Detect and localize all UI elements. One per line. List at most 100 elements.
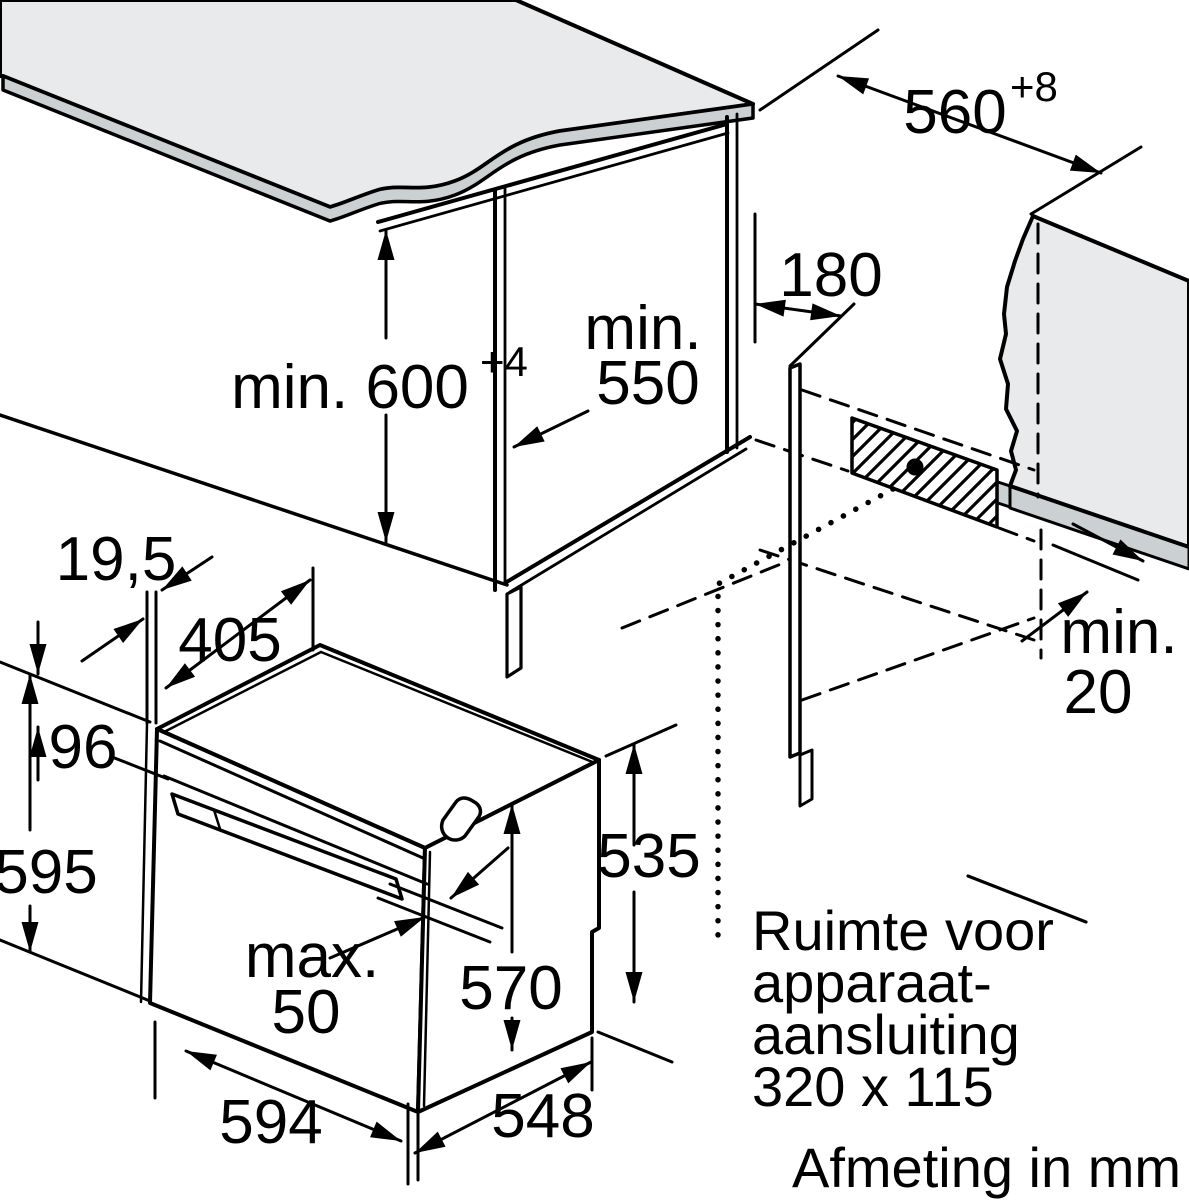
oven-handle-cap	[212, 808, 222, 831]
label-min20-l1: min.	[1060, 598, 1177, 667]
label-595: 595	[0, 838, 98, 907]
side-panel-plinth	[798, 748, 814, 808]
label-min20-l2: 20	[1064, 658, 1133, 727]
ext-180-right	[788, 302, 856, 368]
footer-units: Afmeting in mm	[792, 1136, 1181, 1199]
cabinet-top-rail-inner	[378, 131, 730, 233]
dashed-niche-mid-receding	[758, 548, 1036, 642]
oven-top-rim-right	[319, 650, 597, 765]
arrow-535-top-head	[625, 744, 643, 774]
oven-panel-top-line	[158, 739, 425, 860]
note-line2: apparaat-	[752, 951, 992, 1014]
label-max50-l1: max.	[245, 922, 379, 991]
arrow-180-head	[810, 303, 841, 321]
dashed-niche-floor-back	[800, 616, 1036, 702]
arrow-19-5-right-head	[162, 566, 192, 590]
arrow-594-head2	[186, 1051, 217, 1071]
back-wall	[998, 214, 1189, 549]
arrow-560-head	[1069, 154, 1101, 173]
arrow-570-top-head	[503, 804, 521, 834]
arrow-548-line	[413, 1060, 593, 1155]
arrow-595-top-head	[21, 674, 39, 704]
dimension-arrows	[21, 74, 1145, 1155]
label-405: 405	[178, 606, 281, 675]
label-19-5: 19,5	[56, 525, 177, 594]
ext-96-bottom	[110, 755, 170, 781]
oven-handle	[170, 792, 404, 901]
labels: 560 +8 min. 600 +4 min. 550 180 min. 20 …	[0, 63, 1181, 1199]
ext-max50-b	[388, 882, 504, 930]
label-max50-l2: 50	[272, 978, 341, 1047]
ext-max50-a	[376, 896, 492, 944]
label-96: 96	[49, 713, 118, 782]
connection-area-hatch	[850, 416, 999, 529]
dashed-niche-floor-left	[620, 560, 788, 630]
extension-lines	[0, 28, 1143, 1186]
arrow-535-bottom-head	[625, 972, 643, 1002]
arrow-560-line	[836, 74, 1103, 175]
arrow-570-bottom-head	[503, 1020, 521, 1050]
connection-area	[850, 416, 999, 529]
arrow-594-line	[184, 1049, 403, 1143]
ext-560-right	[1029, 145, 1143, 216]
label-570: 570	[459, 954, 562, 1023]
oven-door-thickness-line	[422, 850, 432, 1108]
label-550-l2: 550	[596, 349, 699, 418]
oven	[139, 643, 601, 1114]
oven-top-rim-left	[162, 650, 323, 734]
arrow-96-top-head	[29, 644, 47, 674]
arrow-548-head	[560, 1062, 591, 1084]
cabinet	[0, 112, 752, 679]
ext-535-top	[604, 723, 678, 758]
cabinet-plinth	[505, 585, 523, 679]
ext-595-top	[0, 660, 152, 724]
label-560: 560	[903, 78, 1006, 147]
arrow-96-bottom-head	[29, 727, 47, 757]
note-line1: Ruimte voor	[752, 899, 1054, 962]
label-550-l1: min.	[584, 294, 701, 363]
arrow-405-head	[280, 580, 310, 605]
arrow-600-top-head	[377, 230, 395, 260]
ext-595-bottom	[0, 938, 152, 1003]
dashed-floor-right-b	[997, 526, 1036, 543]
hidden-niche-edges	[620, 222, 1043, 702]
arrow-594-head	[370, 1121, 401, 1141]
arrow-19-5-left-head	[113, 619, 143, 644]
side-panel-face	[788, 362, 802, 759]
label-600: min. 600	[231, 353, 469, 422]
cabinet-top-rail-outer	[376, 122, 729, 224]
floor-line	[0, 413, 509, 587]
label-600-sup: +4	[480, 338, 528, 385]
arrow-550-leader-head	[514, 426, 545, 447]
arrow-180-head2	[755, 299, 786, 317]
dashed-floor-right-a	[754, 438, 850, 473]
countertop-top	[0, 0, 755, 209]
label-560-sup: +8	[1010, 63, 1058, 110]
dotted-leader	[715, 486, 896, 951]
label-548: 548	[491, 1082, 594, 1151]
ext-535-bottom	[596, 1030, 674, 1064]
arrow-560-head2	[838, 76, 870, 95]
arrow-max50-b-head	[451, 871, 480, 898]
label-594: 594	[219, 1088, 322, 1157]
arrow-405-head2	[166, 663, 196, 688]
oven-left-edge-double	[139, 722, 149, 1004]
label-180: 180	[779, 241, 882, 310]
cabinet-bottom-edge-outer	[503, 435, 752, 585]
arrow-548-head2	[415, 1131, 446, 1153]
countertop-edge-band	[1, 74, 755, 223]
label-535: 535	[597, 822, 700, 891]
side-panel	[788, 362, 814, 808]
oven-grip-hole	[439, 796, 483, 842]
note-line3: aansluiting	[752, 1003, 1020, 1066]
note-leader	[966, 874, 1088, 924]
arrow-min20-a-head	[1057, 592, 1087, 617]
arrow-min20-b-head	[1112, 539, 1143, 561]
ext-min20	[1051, 543, 1140, 582]
arrow-595-bottom-head	[21, 922, 39, 952]
cabinet-bottom-edge-inner	[508, 447, 748, 594]
dashed-niche-top-receding	[800, 388, 1036, 472]
note-line4: 320 x 115	[752, 1055, 994, 1118]
ext-560-left	[758, 28, 880, 112]
